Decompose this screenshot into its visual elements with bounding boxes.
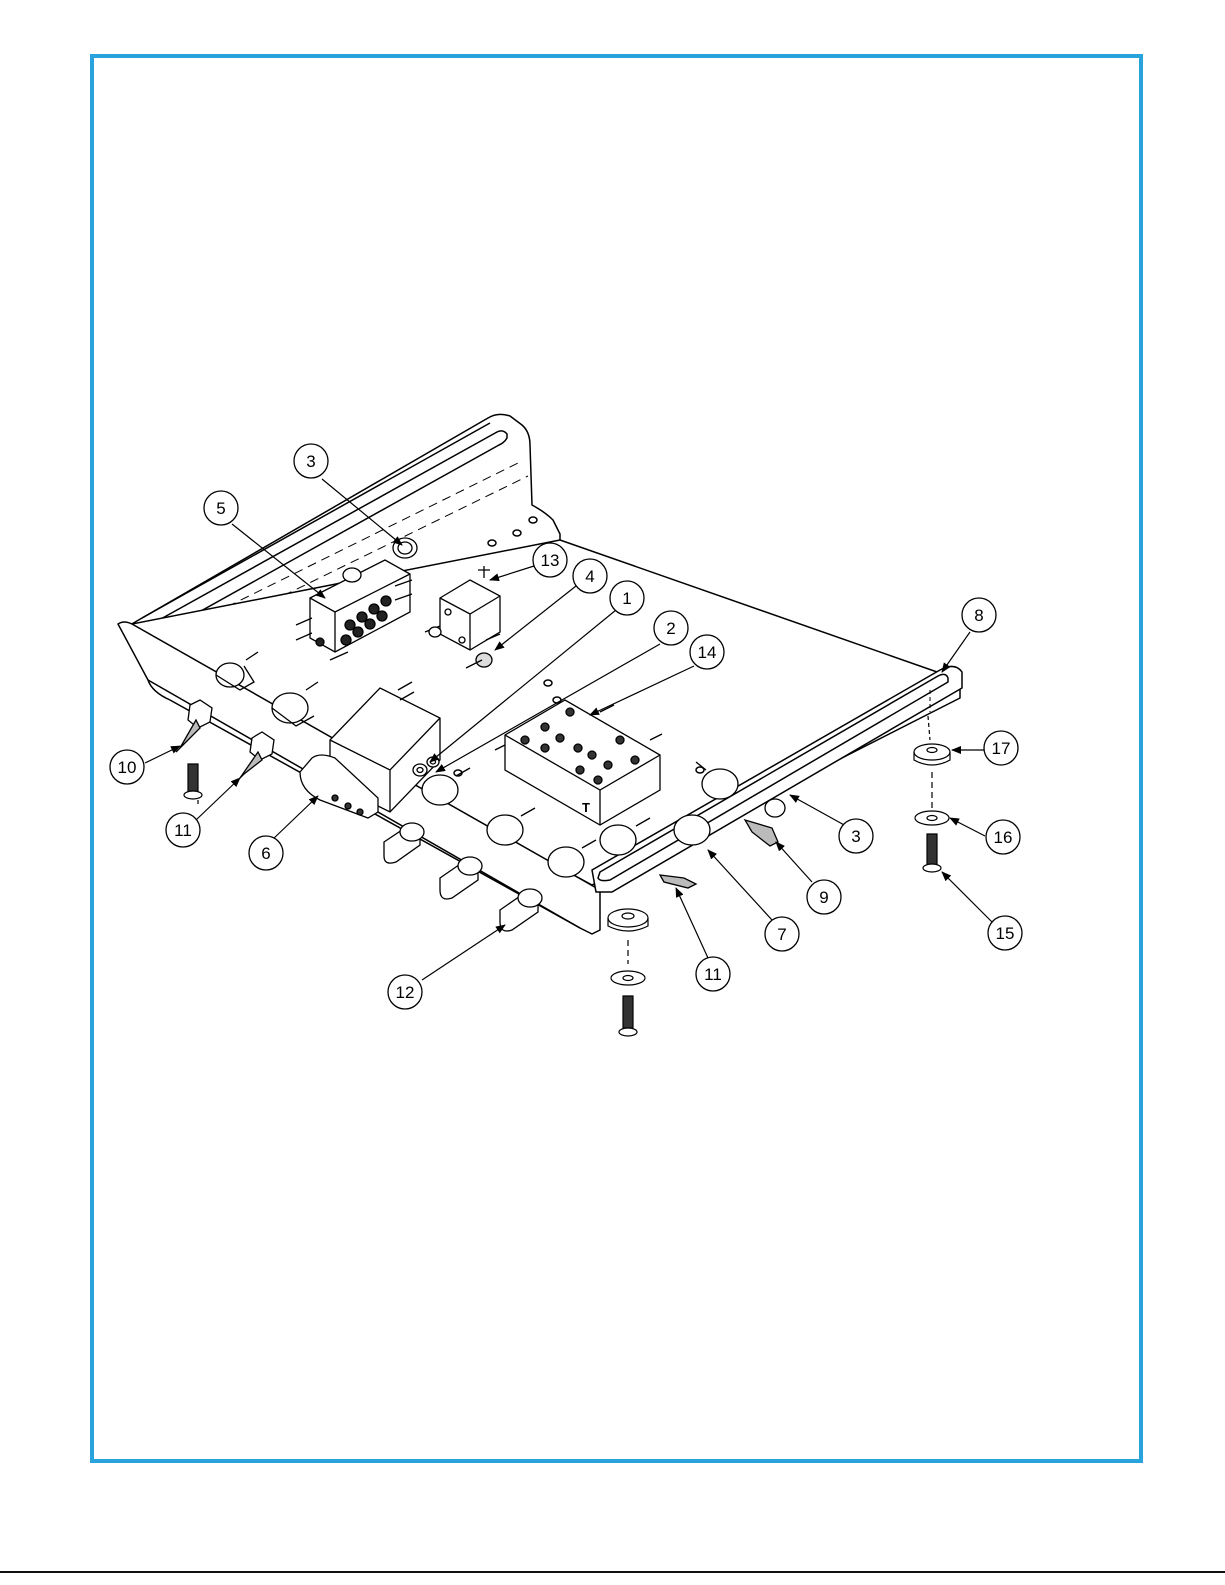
svg-text:11: 11 [174, 821, 192, 840]
svg-text:14: 14 [698, 643, 717, 662]
callout-12: 12 [388, 975, 422, 1009]
svg-text:9: 9 [819, 888, 828, 907]
svg-text:2: 2 [666, 619, 675, 638]
callout-6: 6 [249, 836, 283, 870]
svg-text:1: 1 [622, 589, 631, 608]
callout-17: 17 [984, 731, 1018, 765]
svg-text:12: 12 [396, 983, 415, 1002]
bumper-stack-right [914, 744, 950, 872]
part-t-label: T [582, 800, 590, 815]
callout-2: 2 [654, 611, 688, 645]
callout-5: 5 [204, 491, 238, 525]
callout-1: 1 [610, 581, 644, 615]
svg-text:16: 16 [994, 828, 1013, 847]
svg-text:5: 5 [216, 499, 225, 518]
callout-13: 13 [533, 543, 567, 577]
screw-left [184, 764, 202, 804]
callout-16: 16 [986, 820, 1020, 854]
callout-9: 9 [807, 880, 841, 914]
callout-14: 14 [690, 635, 724, 669]
svg-text:4: 4 [585, 567, 594, 586]
callout-11b: 11 [696, 957, 730, 991]
callout-4: 4 [573, 559, 607, 593]
svg-text:11: 11 [704, 965, 722, 984]
callout-3b: 3 [839, 819, 873, 853]
callout-3a: 3 [294, 444, 328, 478]
callout-15: 15 [988, 916, 1022, 950]
svg-text:13: 13 [541, 551, 560, 570]
svg-text:17: 17 [992, 739, 1011, 758]
callout-7: 7 [765, 917, 799, 951]
callout-8: 8 [962, 598, 996, 632]
callout-11a: 11 [166, 813, 200, 847]
callout-10: 10 [110, 750, 144, 784]
minor-leader [928, 716, 930, 740]
bottom-rule [0, 1571, 1225, 1573]
svg-text:8: 8 [974, 606, 983, 625]
svg-text:7: 7 [777, 925, 786, 944]
bumper-stack-bottom [608, 909, 648, 1036]
svg-text:15: 15 [996, 924, 1015, 943]
svg-text:10: 10 [118, 758, 137, 777]
svg-text:3: 3 [851, 827, 860, 846]
svg-text:3: 3 [306, 452, 315, 471]
svg-text:6: 6 [261, 844, 270, 863]
